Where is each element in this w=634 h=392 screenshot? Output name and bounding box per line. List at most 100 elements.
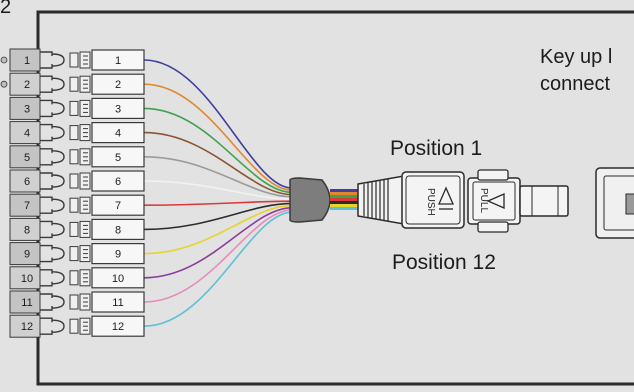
panel-port-number: 12 [21, 321, 33, 333]
panel-port-number: 11 [21, 297, 32, 309]
adapter-clip [40, 244, 53, 263]
connector-port-number: 2 [115, 79, 121, 91]
mpo-connector: PUSH PULL [289, 169, 569, 233]
connector-port-number: 5 [115, 152, 121, 164]
push-label: PUSH [425, 188, 436, 216]
adapter-clip [40, 220, 53, 239]
key-up-note-line2: connect [540, 73, 611, 95]
key-up-note-line1: Key up l [540, 46, 613, 68]
connector-port-number: 7 [115, 200, 121, 212]
mating-adapter [595, 167, 634, 239]
panel-screw [0, 56, 8, 64]
panel-port-number: 4 [24, 128, 30, 140]
fiber-strand [143, 59, 293, 189]
panel-adapter [9, 145, 41, 169]
panel-port-number: 8 [24, 224, 30, 236]
fiber-strand [143, 156, 293, 198]
lc-connector [91, 146, 145, 168]
adapter-clip [40, 75, 53, 93]
adapter-clip [40, 293, 53, 311]
fiber-strand [143, 211, 293, 327]
connector-port-number: 1 [115, 55, 121, 67]
panel-port-number: 7 [24, 200, 30, 212]
panel-adapter [9, 217, 41, 241]
figure-number: 2 [0, 0, 12, 18]
lc-connector [91, 49, 145, 71]
connector-port-number: 11 [112, 297, 123, 309]
strain-relief-ribs [363, 179, 389, 221]
panel-adapter [9, 242, 41, 266]
panel-adapter [9, 314, 41, 338]
panel-port-number: 1 [24, 55, 30, 67]
adapter-clip [40, 51, 53, 69]
panel-port-number: 6 [24, 176, 30, 188]
connector-port-number: 3 [115, 103, 121, 115]
lc-connector [91, 243, 145, 265]
connector-port-number: 9 [115, 249, 121, 261]
fanout-boot [289, 177, 331, 223]
push-arrow-icon [438, 186, 454, 205]
panel-port-number: 9 [24, 249, 30, 261]
pull-sleeve [467, 177, 521, 225]
strain-relief [357, 175, 405, 225]
panel-adapter [9, 72, 41, 96]
key-up-note: Key up l connect [540, 44, 612, 98]
fiber-strand [143, 131, 293, 196]
panel-adapter [9, 96, 41, 120]
connector-port-number: 6 [115, 176, 121, 188]
fiber-strand [143, 83, 293, 191]
panel-adapter [9, 169, 41, 193]
lc-connector [91, 121, 145, 144]
pull-label: PULL [478, 188, 489, 213]
fiber-strand [143, 204, 293, 255]
adapter-clip [40, 148, 53, 166]
panel-port-number: 5 [24, 152, 30, 164]
ribbon-stub [330, 189, 358, 210]
connector-port-number: 12 [112, 321, 124, 333]
adapter-clip [40, 196, 53, 214]
panel-adapter [9, 266, 41, 290]
fiber-cables [143, 59, 293, 327]
fiber-strand [143, 180, 293, 200]
panel-adapter [9, 290, 41, 314]
connector-port-number: 10 [112, 273, 124, 285]
adapter-clip [40, 99, 53, 118]
adapter-clip [40, 123, 53, 142]
adapter-clip [40, 172, 53, 190]
position-12-label: Position 12 [392, 251, 496, 274]
lc-connector [91, 291, 145, 313]
pull-arrow-icon [486, 193, 505, 209]
lc-connector [91, 218, 145, 240]
fiber-strand [143, 200, 293, 206]
lc-connector [91, 97, 145, 120]
panel-adapter [9, 48, 41, 72]
port-row: 11 11 [9, 290, 145, 314]
fiber-strand [143, 107, 293, 194]
lc-connector [91, 267, 145, 289]
panel-port-number: 3 [24, 103, 30, 115]
panel-port-number: 2 [24, 79, 30, 91]
connector-housing [401, 171, 465, 229]
connector-port-number: 4 [115, 128, 121, 140]
ferrule [519, 185, 569, 217]
lc-connector [91, 194, 145, 216]
adapter-clip [40, 269, 53, 287]
lc-connector [91, 315, 145, 337]
panel-adapter [9, 121, 41, 145]
fiber-strand [143, 207, 293, 279]
adapter-clip [40, 317, 53, 335]
panel-adapter [9, 193, 41, 217]
panel-screw [0, 80, 8, 88]
